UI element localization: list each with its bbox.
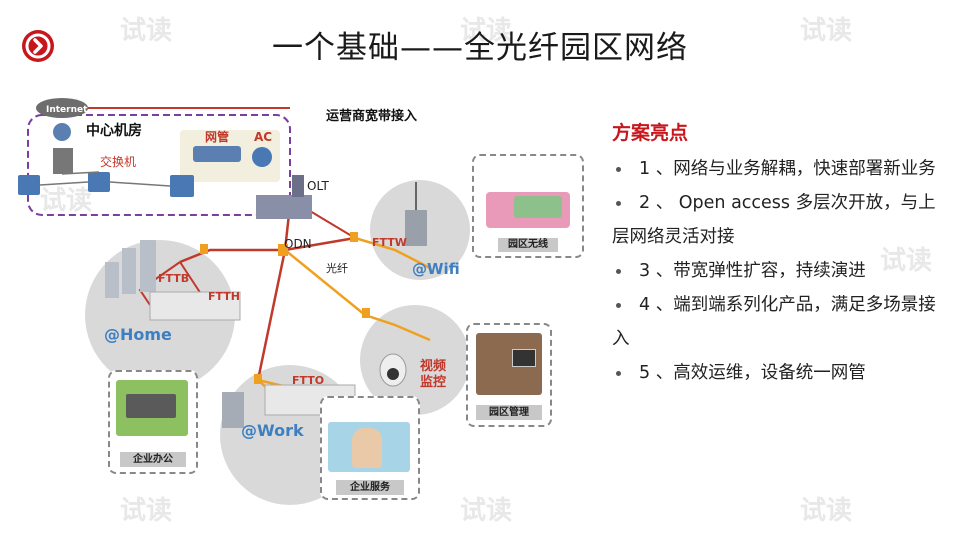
internet-label: Internet (46, 105, 88, 115)
splitter-icon (278, 244, 288, 256)
home-label: @Home (104, 325, 172, 344)
list-item: 1 、网络与业务解耦，快速部署新业务 (612, 152, 942, 186)
center-room-box (27, 114, 291, 216)
operator-access-label: 运营商宽带接入 (326, 108, 417, 124)
fiber-line (256, 249, 287, 381)
watermark: 试读 (120, 496, 173, 526)
highlights-list: 1 、网络与业务解耦，快速部署新业务 2 、 Open access 多层次开放… (612, 152, 942, 390)
switch-label: 交换机 (100, 154, 136, 169)
switch-icon (88, 172, 110, 192)
odn-label: ODN (284, 237, 312, 251)
campus-management-card: 园区管理 (466, 323, 552, 427)
network-diagram: Internet 中心机房 交换机 网管 AC 运营商宽带接入 OLT ODN … (18, 98, 470, 505)
video-label-1: 视频 (420, 358, 446, 374)
list-item: 2 、 Open access 多层次开放，与上层网络灵活对接 (612, 193, 936, 247)
splitter-icon (200, 244, 208, 254)
splitter-icon (362, 308, 370, 318)
center-room-label: 中心机房 (86, 122, 142, 139)
list-item: 5 、高效运维，设备统一网管 (612, 356, 942, 390)
core-switch-icon (53, 148, 73, 174)
watermark: 试读 (120, 16, 173, 46)
fiber-line (284, 236, 356, 252)
nms-label: 网管 (205, 129, 229, 144)
brand-logo-icon (22, 30, 54, 62)
router-icon (53, 123, 71, 141)
work-label: @Work (241, 421, 304, 440)
internet-cloud-icon (36, 98, 88, 118)
ac-controller-icon (252, 147, 272, 167)
office-building-icon (222, 392, 244, 428)
watermark: 试读 (800, 16, 853, 46)
nms-server-icon (193, 146, 241, 162)
enterprise-service-card: 企业服务 (320, 396, 420, 500)
fiber-line (284, 249, 431, 342)
switch-icon (170, 175, 194, 197)
slide-title: 一个基础——全光纤园区网络 (272, 30, 688, 66)
building-icon (140, 240, 156, 292)
ac-label: AC (254, 130, 272, 144)
enterprise-service-label: 企业服务 (336, 480, 404, 495)
list-item: 4 、端到端系列化产品，满足多场景接入 (612, 295, 936, 349)
list-item: 3 、带宽弹性扩容，持续演进 (612, 254, 942, 288)
watermark: 试读 (800, 496, 853, 526)
splitter-icon (350, 232, 358, 242)
campus-management-label: 园区管理 (476, 405, 542, 420)
campus-wireless-card: 园区无线 (472, 154, 584, 258)
olt-device-icon (292, 175, 304, 197)
watermark: 试读 (40, 186, 93, 216)
wifi-label: @Wifi (412, 260, 460, 278)
houses-icon (149, 291, 241, 321)
olt-label: OLT (307, 179, 329, 193)
watermark: 试读 (880, 246, 933, 276)
campus-wireless-label: 园区无线 (498, 238, 558, 252)
switch-icon (18, 175, 40, 195)
enterprise-office-label: 企业办公 (120, 452, 186, 467)
highlights-title: 方案亮点 (612, 122, 689, 144)
splitter-icon (254, 374, 262, 384)
fiber-label: 光纤 (326, 261, 348, 275)
building-icon (105, 262, 119, 298)
watermark: 试读 (460, 16, 513, 46)
olt-device-icon (256, 195, 312, 219)
video-label-2: 监控 (420, 374, 446, 390)
ftth-label: FTTH (208, 290, 240, 303)
fttw-label: FTTW (372, 236, 407, 249)
enterprise-office-card: 企业办公 (108, 370, 198, 474)
building-icon (122, 248, 136, 294)
ftto-label: FTTO (292, 374, 324, 387)
surveillance-zone (360, 305, 470, 415)
wifi-ap-icon (405, 210, 427, 246)
fiber-line (179, 248, 285, 264)
fiber-line (354, 236, 431, 270)
watermark: 试读 (460, 496, 513, 526)
fttb-label: FTTB (158, 272, 189, 285)
